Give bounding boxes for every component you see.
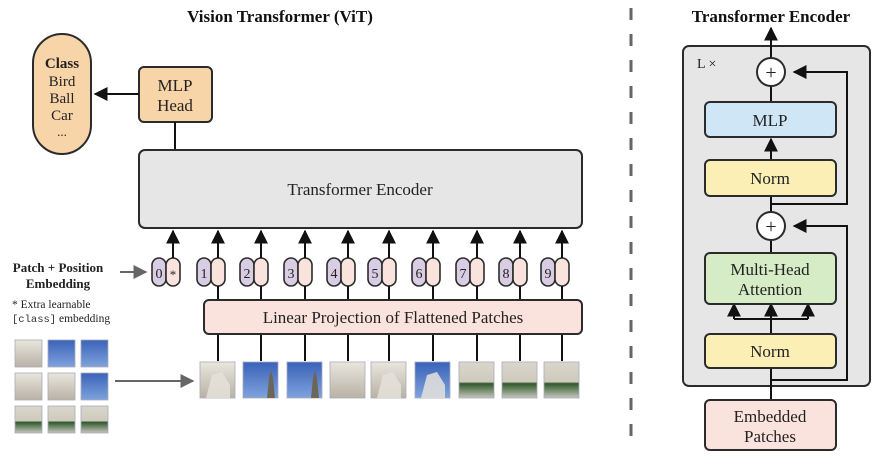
norm-top-label: Norm (750, 169, 790, 188)
token-pair: 4 (326, 229, 356, 361)
token-pair: 5 (367, 229, 397, 361)
patch-embedding (210, 257, 226, 287)
token-pair: 8 (498, 229, 528, 361)
embedded-line1: Embedded (734, 407, 807, 426)
patch-embedding (340, 257, 356, 287)
image-patch (458, 361, 495, 399)
image-patch (370, 361, 407, 399)
position-index: 6 (416, 267, 423, 282)
norm-bottom-box: Norm (704, 333, 837, 369)
token-pair: 7 (455, 229, 485, 361)
class-token-mono: [class] (12, 314, 56, 326)
image-patch (242, 361, 279, 399)
grid-patch (47, 339, 76, 368)
vit-title: Vision Transformer (ViT) (187, 7, 373, 26)
attention-line2: Attention (738, 280, 803, 299)
patch-embedding (381, 257, 397, 287)
mlp-label: MLP (753, 111, 788, 130)
position-index: 0 (156, 267, 163, 282)
footnote-line1: * Extra learnable (12, 299, 91, 311)
position-index: 7 (460, 267, 467, 282)
position-index: 1 (201, 267, 208, 282)
embedded-line2: Patches (744, 427, 796, 446)
input-image-grid (14, 339, 109, 434)
position-index: 2 (244, 267, 251, 282)
mlp-box: MLP (704, 101, 837, 138)
grid-patch (80, 339, 109, 368)
class-output-box: Class Bird Ball Car ... (32, 33, 92, 155)
grid-patch (14, 405, 43, 434)
grid-patch (47, 372, 76, 401)
token-pair: 3 (283, 229, 313, 361)
embedding-label-line2: Embedding (26, 276, 91, 291)
position-index: 4 (331, 267, 338, 282)
residual-connection-1 (771, 219, 848, 381)
mlp-head-line2: Head (157, 96, 193, 115)
grid-patch (80, 405, 109, 434)
grid-patch (14, 372, 43, 401)
plus-icon: + (765, 216, 776, 238)
patch-row (199, 361, 580, 399)
patch-embedding (554, 257, 570, 287)
patch-embedding (512, 257, 528, 287)
token-pair: 9 (540, 229, 570, 361)
attention-branch-lines (733, 310, 809, 334)
grid-patch (80, 372, 109, 401)
patch-embedding (253, 257, 269, 287)
token-pair: 1 (196, 229, 226, 361)
patch-embedding (425, 257, 441, 287)
patch-embedding (469, 257, 485, 287)
encoder-detail-title: Transformer Encoder (692, 7, 851, 26)
grid-patch (14, 339, 43, 368)
encoder-label: Transformer Encoder (287, 180, 433, 199)
embedded-patches-box: Embedded Patches (704, 399, 837, 451)
linear-projection-box: Linear Projection of Flattened Patches (203, 299, 583, 335)
image-patch (286, 361, 323, 399)
embedding-label-line1: Patch + Position (13, 260, 104, 275)
image-patch (329, 361, 366, 399)
token-pair: 6 (411, 229, 441, 361)
position-index: 8 (503, 267, 510, 282)
patch-embedding (297, 257, 313, 287)
mlp-head-box: MLP Head (138, 66, 213, 123)
residual-connection-2 (771, 65, 848, 205)
norm-top-box: Norm (704, 159, 837, 197)
norm-bottom-label: Norm (750, 342, 790, 361)
position-index: 5 (372, 267, 379, 282)
class-item: Bird (49, 74, 76, 90)
token-pair: 0* (151, 229, 181, 287)
footnote-line2: [class] embedding (12, 313, 110, 326)
grid-patch (47, 405, 76, 434)
attention-line1: Multi-Head (730, 260, 810, 279)
class-item: Car (51, 108, 73, 124)
image-patch (501, 361, 538, 399)
residual-add-top: + (756, 57, 786, 87)
plus-icon: + (765, 62, 776, 84)
position-index: 9 (545, 267, 552, 282)
image-patch (543, 361, 580, 399)
image-patch (199, 361, 236, 399)
class-token-marker: * (170, 267, 177, 282)
token-pair: 2 (239, 229, 269, 361)
class-item: Ball (50, 91, 75, 107)
image-patch (414, 361, 451, 399)
position-index: 3 (288, 267, 295, 282)
linear-projection-label: Linear Projection of Flattened Patches (263, 308, 524, 327)
class-title: Class (45, 56, 79, 72)
class-item: ... (57, 124, 67, 139)
transformer-encoder-box: Transformer Encoder (138, 149, 583, 229)
repeat-label: L × (697, 57, 716, 72)
footnote-rest: embedding (56, 313, 110, 325)
residual-add-bottom: + (756, 211, 786, 241)
multi-head-attention-box: Multi-Head Attention (704, 252, 837, 305)
mlp-head-line1: MLP (158, 76, 193, 95)
